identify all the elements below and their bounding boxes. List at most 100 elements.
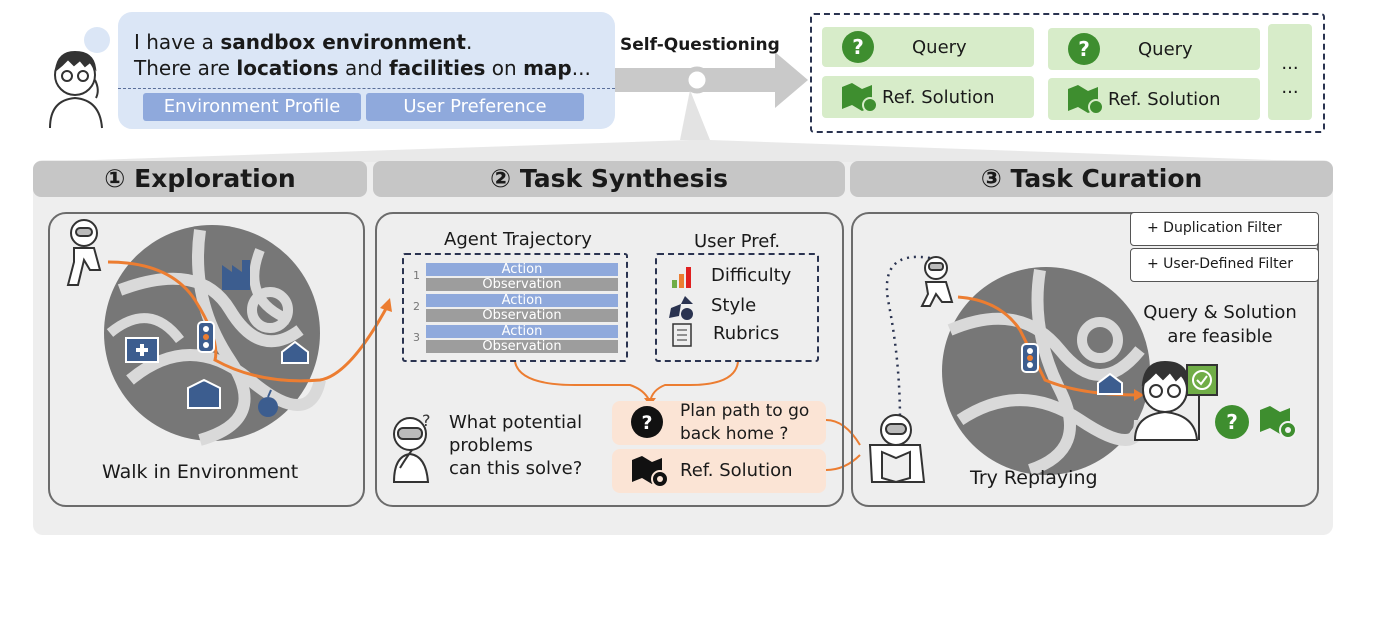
- question-line: can this solve?: [449, 458, 583, 479]
- potential-problems-question: What potential problems can this solve?: [449, 411, 582, 480]
- robot-thinking-icon: ?: [392, 411, 431, 483]
- trajectory-to-query-arrow: [514, 361, 651, 403]
- svg-text:?: ?: [1078, 37, 1090, 61]
- question-line: problems: [449, 435, 533, 456]
- solution-to-replay-arrow: [825, 454, 861, 471]
- output-solution-chip-2: Ref. Solution: [1048, 78, 1260, 120]
- home-icon: [281, 340, 309, 364]
- context-line-2: There are locations and facilities on ma…: [134, 56, 591, 80]
- user-preference-chip: User Preference: [366, 93, 584, 121]
- context-line-1: I have a sandbox environment.: [134, 30, 473, 54]
- map-pin-icon: [842, 83, 878, 113]
- map-pin-icon: [632, 456, 669, 488]
- traffic-light-icon-2: [1021, 343, 1039, 373]
- lens-icon: [683, 66, 711, 94]
- spotlight-beam: [680, 90, 710, 140]
- solution-label: Ref. Solution: [882, 86, 995, 108]
- stage-curation-header: ③ Task Curation: [850, 161, 1333, 197]
- step-number: 3: [413, 331, 420, 344]
- robot-walking-icon-2: [920, 256, 954, 307]
- person-thinking-icon: [49, 50, 103, 129]
- action-bar: Action: [426, 325, 618, 338]
- trajectory-box: [402, 253, 628, 362]
- query-line: Plan path to go: [680, 401, 810, 421]
- result-line: are feasible: [1167, 326, 1273, 347]
- output-query-chip-2: ? Query: [1048, 28, 1260, 70]
- apple-icon: [258, 389, 278, 417]
- home-icon-2: [1097, 372, 1123, 395]
- question-icon: ?: [631, 406, 663, 438]
- curation-map: [942, 267, 1150, 476]
- observation-bar: Observation: [426, 309, 618, 322]
- observation-bar: Observation: [426, 340, 618, 353]
- pref-box: [655, 253, 819, 362]
- output-more: ... ...: [1268, 24, 1312, 120]
- exploration-panel: [48, 212, 365, 507]
- robot-walking-icon: [66, 219, 102, 286]
- exploration-path: [107, 260, 390, 383]
- svg-text:?: ?: [641, 412, 652, 434]
- pref-style: Style: [711, 295, 757, 316]
- pref-difficulty: Difficulty: [711, 265, 792, 286]
- exploration-caption: Walk in Environment: [102, 461, 299, 483]
- stage-synthesis-header: ② Task Synthesis: [373, 161, 845, 197]
- result-line: Query & Solution: [1143, 302, 1297, 323]
- step-number: 1: [413, 269, 420, 282]
- observation-bar: Observation: [426, 278, 618, 291]
- hospital-icon: [125, 337, 159, 363]
- spotlight-fan: [35, 140, 1330, 162]
- synth-solution-text: Ref. Solution: [680, 460, 793, 481]
- svg-text:?: ?: [1226, 410, 1238, 434]
- question-line: What potential: [449, 412, 583, 433]
- self-questioning-label: Self-Questioning: [620, 35, 780, 55]
- action-bar: Action: [426, 263, 618, 276]
- trajectory-step: 2 Action Observation: [410, 294, 620, 325]
- output-query-chip-1: ? Query: [822, 27, 1034, 67]
- trajectory-title: Agent Trajectory: [444, 229, 592, 250]
- action-bar: Action: [426, 294, 618, 307]
- map-pin-icon: [1260, 406, 1297, 439]
- question-icon: ?: [1068, 33, 1100, 65]
- trajectory-steps: 1 Action Observation 2 Action Observatio…: [410, 263, 620, 356]
- rubrics-list-icon: [672, 323, 692, 347]
- curation-panel: [851, 212, 1319, 507]
- ellipsis-1: ...: [1281, 53, 1299, 74]
- thought-dot-large: [84, 27, 110, 53]
- ellipsis-2: ...: [1281, 77, 1299, 98]
- school-icon: [187, 378, 221, 409]
- robot-reading-icon: [868, 414, 926, 484]
- environment-profile-chip: Environment Profile: [143, 93, 361, 121]
- question-icon: ?: [842, 31, 874, 63]
- trajectory-step: 1 Action Observation: [410, 263, 620, 294]
- exploration-arrowhead: [380, 298, 392, 312]
- style-shapes-icon: [669, 296, 693, 320]
- curation-caption: Try Replaying: [970, 467, 1098, 489]
- output-solution-chip-1: Ref. Solution: [822, 76, 1034, 118]
- step-number: 2: [413, 300, 420, 313]
- feasible-result: Query & Solution are feasible: [1140, 301, 1300, 349]
- duplication-filter: + Duplication Filter: [1130, 212, 1319, 246]
- person-approval-icon: [1133, 360, 1218, 441]
- query-line: back home ?: [680, 424, 789, 444]
- query-label: Query: [1138, 38, 1193, 60]
- map-pin-icon: [1068, 85, 1104, 115]
- difficulty-icon: [672, 267, 691, 288]
- self-questioning-arrow: [615, 52, 808, 108]
- synthesis-panel: [375, 212, 844, 507]
- pref-to-query-arrow: [649, 361, 739, 403]
- solution-label: Ref. Solution: [1108, 88, 1221, 110]
- svg-text:?: ?: [422, 411, 431, 430]
- query-to-replay-arrow: [825, 419, 861, 446]
- question-icon: ?: [1215, 405, 1249, 439]
- svg-text:?: ?: [852, 35, 864, 59]
- output-box: [810, 13, 1325, 133]
- factory-icon: [222, 260, 250, 290]
- trajectory-step: 3 Action Observation: [410, 325, 620, 356]
- query-label: Query: [912, 36, 967, 58]
- pref-title: User Pref.: [694, 231, 781, 252]
- user-defined-filter: + User-Defined Filter: [1130, 248, 1319, 282]
- stage-exploration-header: ① Exploration: [33, 161, 367, 197]
- bubble-divider: [118, 88, 615, 89]
- pref-rubrics: Rubrics: [713, 323, 780, 344]
